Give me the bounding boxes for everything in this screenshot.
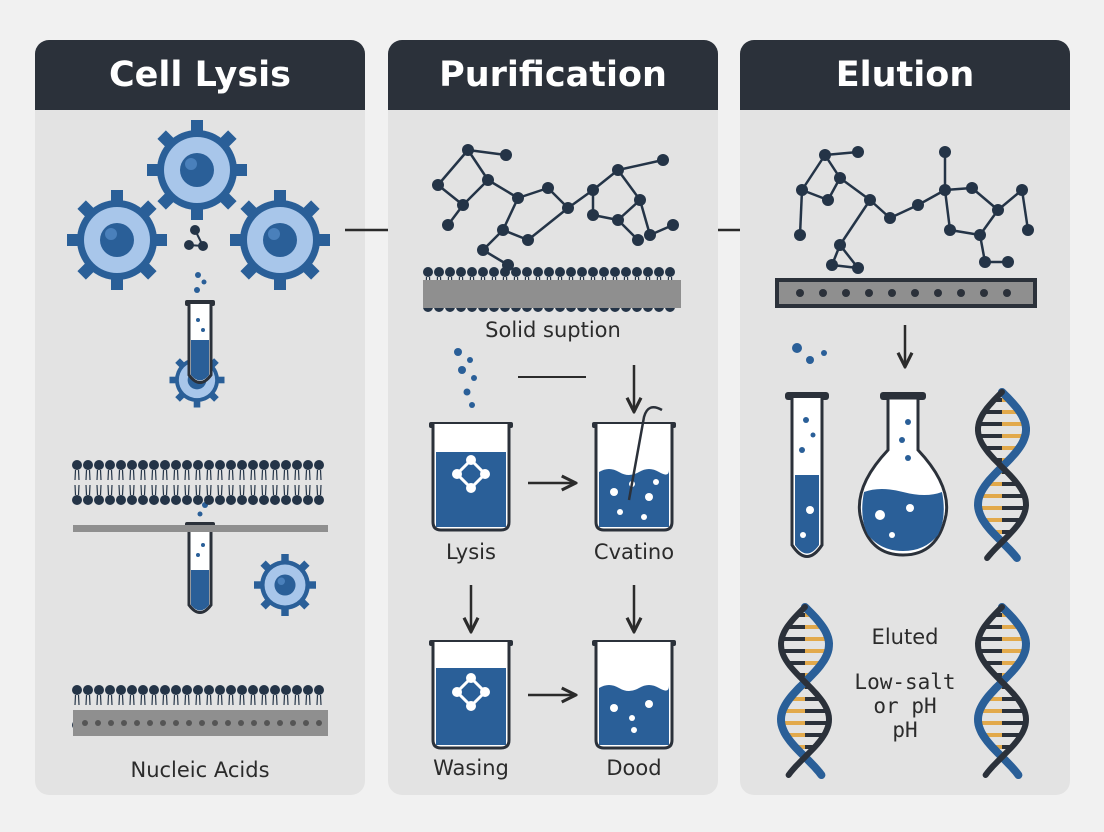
lipid-icon: [148, 459, 160, 506]
flask-icon: [857, 392, 949, 557]
purification-illustration: [422, 144, 681, 750]
lipid-icon: [170, 459, 182, 506]
beaker-icon: [590, 405, 678, 532]
panel-title: Purification: [388, 40, 718, 110]
label-lysis: Lysis: [446, 540, 496, 564]
test-tube-icon: [785, 343, 829, 558]
lipid-icon: [280, 459, 292, 506]
cell-icon: [147, 120, 247, 220]
lipid-icon: [291, 459, 303, 506]
cell-icon: [230, 190, 330, 290]
dna-helix-icon: [776, 603, 834, 779]
panel-title: Elution: [740, 40, 1070, 110]
lipid-icon: [115, 459, 127, 506]
lipid-icon: [181, 459, 193, 506]
solid-support: [423, 280, 681, 308]
elution-illustration: [775, 146, 1037, 779]
molecule-network-icon: [794, 146, 1034, 274]
label-low-salt-line: or pH: [873, 694, 937, 718]
label-cvatino: Cvatino: [593, 540, 675, 564]
panel-title: Cell Lysis: [35, 40, 365, 110]
label-solid-suption: Solid suption: [485, 318, 621, 342]
lipid-icon: [159, 459, 171, 506]
lipid-icon: [93, 459, 105, 506]
lipid-icon: [82, 459, 94, 506]
test-tube-icon: [185, 502, 215, 614]
lipid-icon: [236, 459, 248, 506]
lipid-icon: [192, 459, 204, 506]
cell-icon: [67, 190, 167, 290]
lipid-icon: [203, 459, 215, 506]
beaker-icon: [427, 638, 515, 750]
lipid-icon: [302, 459, 314, 506]
molecule-network-icon: [432, 144, 679, 271]
beaker-icon: [427, 420, 515, 532]
lipid-icon: [247, 459, 259, 506]
cell-lysis-illustration: [67, 120, 330, 736]
lipid-membrane: [71, 459, 328, 532]
lipid-icon: [214, 459, 226, 506]
lipid-icon: [225, 459, 237, 506]
dna-helix-icon: [973, 603, 1031, 779]
panel-elution: Elution Eluted Low-salt or pH: [740, 40, 1070, 795]
test-tube-icon: [185, 272, 215, 384]
label-dood: Dood: [606, 756, 662, 780]
label-nucleic-acids: Nucleic Acids: [130, 758, 270, 782]
lipid-icon: [104, 459, 116, 506]
lipid-icon: [258, 459, 270, 506]
lipid-icon: [71, 459, 83, 506]
cell-icon: [254, 554, 316, 616]
panel-purification: Purification: [388, 40, 718, 795]
label-eluted: Eluted: [871, 625, 939, 649]
lipid-icon: [313, 459, 325, 506]
label-wasing: Wasing: [433, 756, 509, 780]
lipid-icon: [126, 459, 138, 506]
lipid-icon: [137, 459, 149, 506]
beaker-icon: [590, 638, 678, 750]
molecule-icon: [184, 225, 208, 251]
panel-cell-lysis: Cell Lysis: [35, 40, 365, 795]
label-low-salt-line: pH: [892, 718, 918, 742]
label-low-salt: Low-salt or pH pH: [845, 670, 965, 742]
label-low-salt-line: Low-salt: [854, 670, 956, 694]
lipid-icon: [269, 459, 281, 506]
dna-helix-icon: [973, 388, 1030, 562]
